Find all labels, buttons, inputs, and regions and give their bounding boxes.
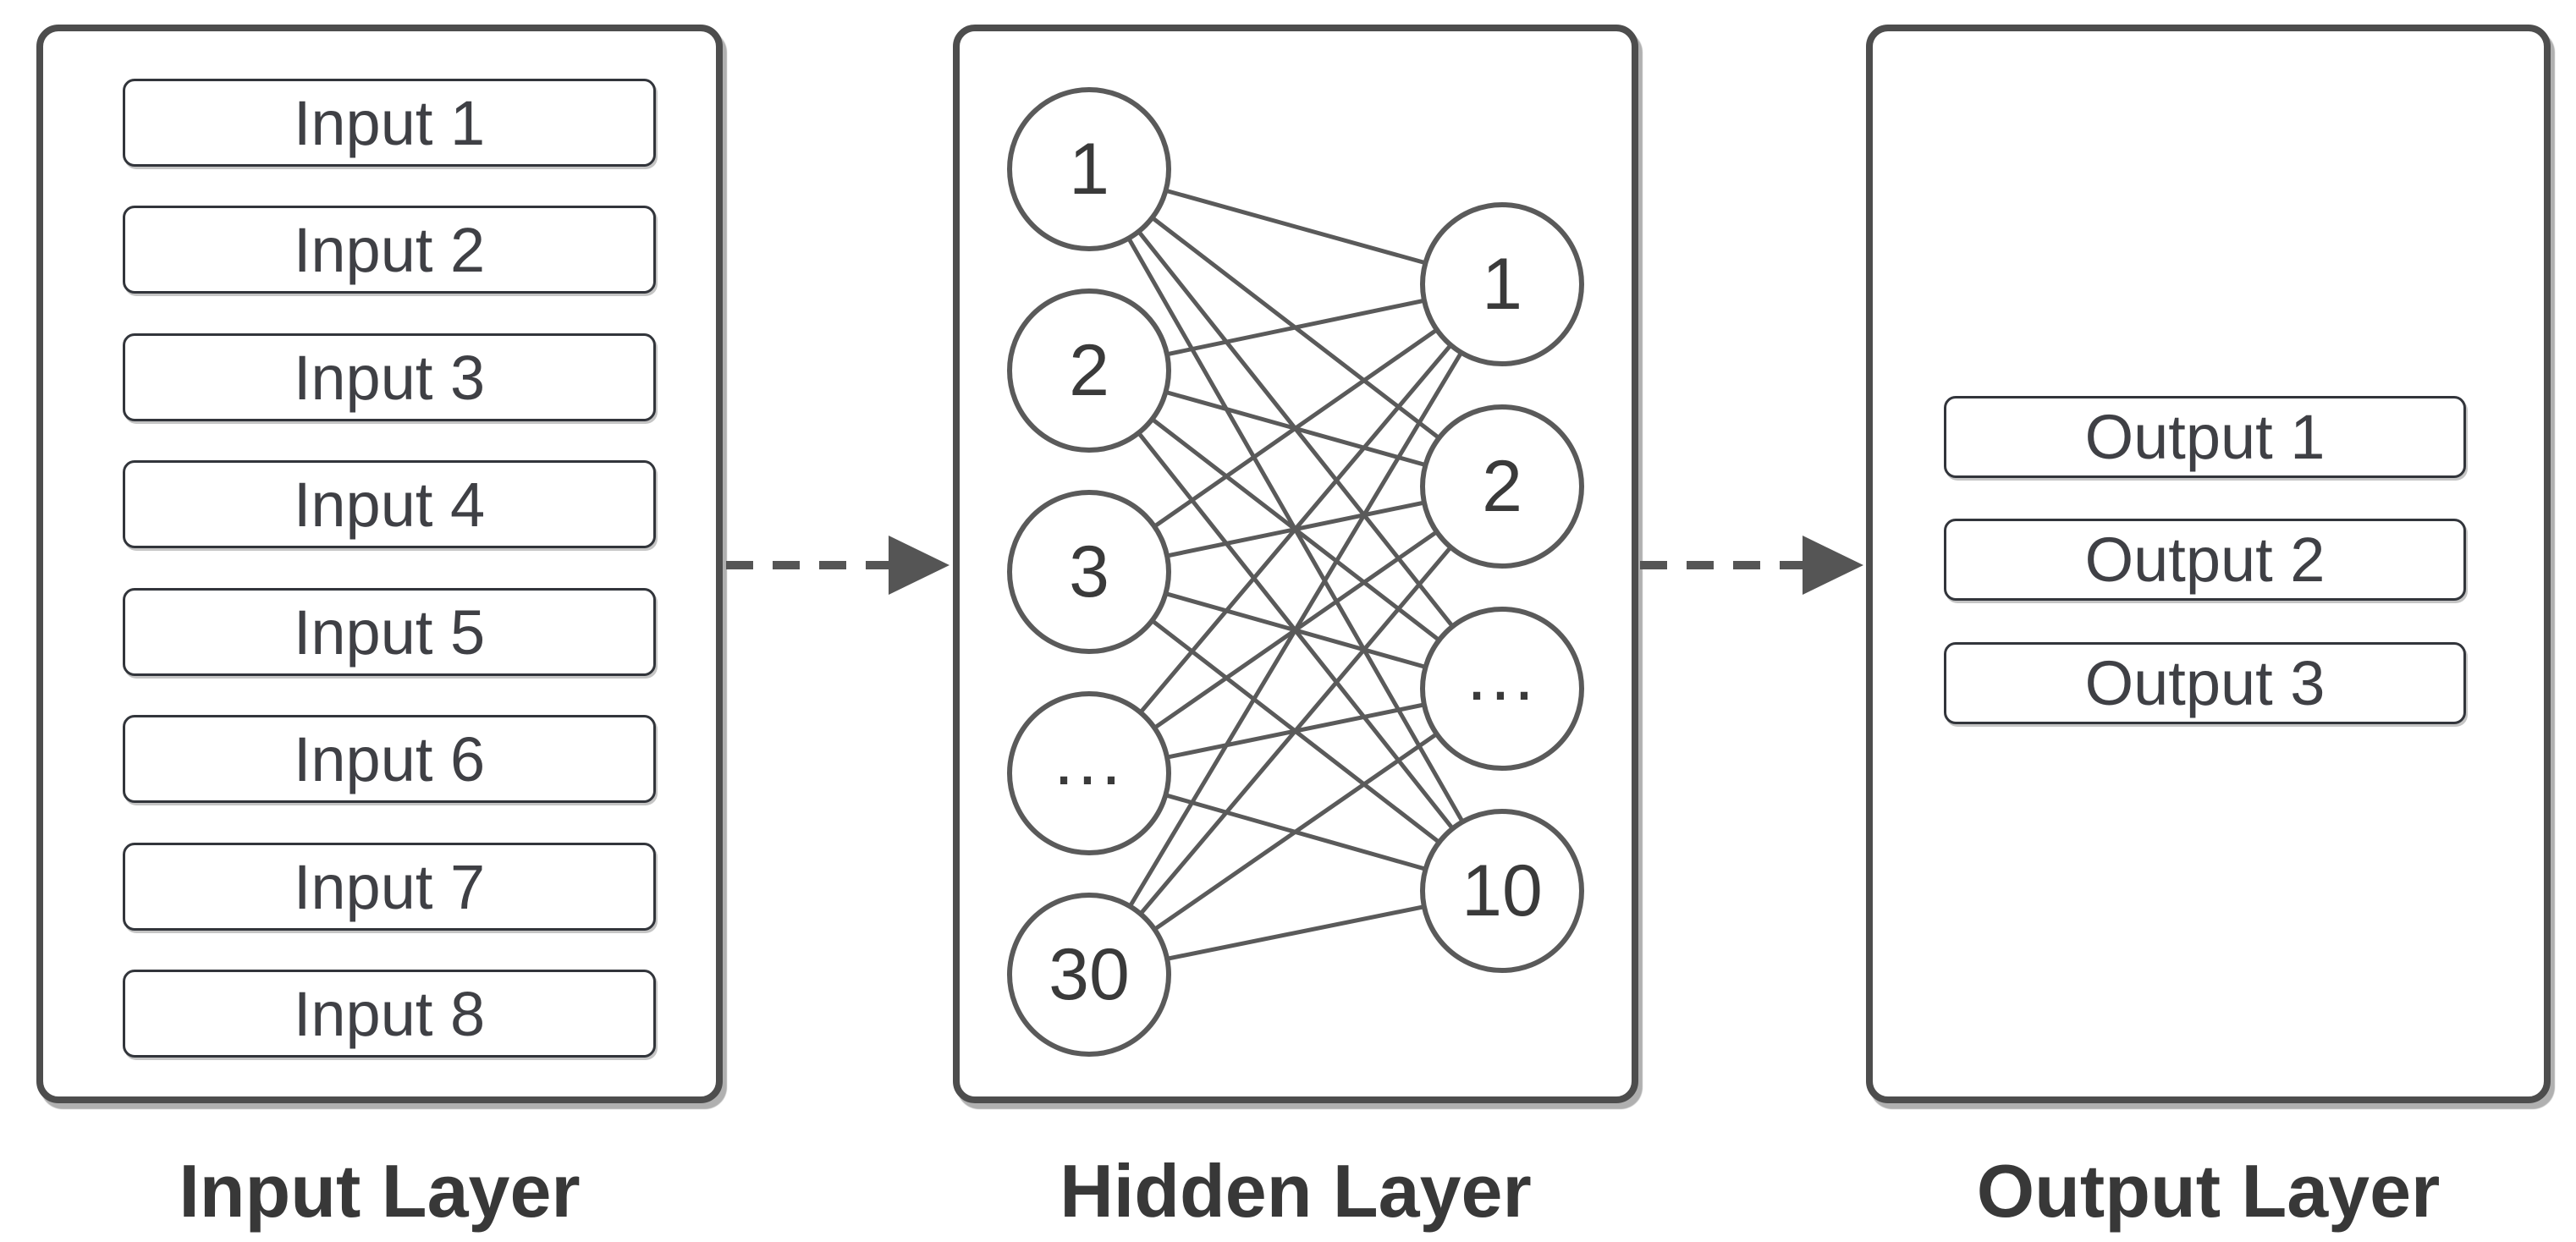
input-box-5: Input 5 xyxy=(123,588,656,676)
flow-arrow-hidden-to-output xyxy=(1640,536,1863,595)
hidden-node-label: 3 xyxy=(1069,530,1109,613)
input-layer-title: Input Layer xyxy=(179,1149,581,1233)
hidden-node-right-1: 1 xyxy=(1420,202,1584,366)
hidden-node-left-2: 2 xyxy=(1007,289,1171,453)
hidden-node-label: 1 xyxy=(1482,243,1522,325)
input-box-3: Input 3 xyxy=(123,333,656,421)
input-box-4: Input 4 xyxy=(123,460,656,548)
hidden-node-label: 2 xyxy=(1482,445,1522,527)
hidden-node-right-ellipsis: ... xyxy=(1420,607,1584,771)
hidden-node-label: 10 xyxy=(1461,849,1543,932)
flow-arrow-input-to-hidden xyxy=(726,536,949,595)
arrowhead-icon xyxy=(1803,536,1863,595)
input-box-1: Input 1 xyxy=(123,79,656,167)
hidden-node-left-ellipsis: ... xyxy=(1007,691,1171,855)
input-box-8: Input 8 xyxy=(123,970,656,1058)
hidden-node-left-3: 3 xyxy=(1007,490,1171,654)
input-layer-panel xyxy=(36,25,723,1103)
hidden-node-left-30: 30 xyxy=(1007,893,1171,1057)
hidden-node-label: ... xyxy=(1467,634,1538,716)
hidden-node-right-2: 2 xyxy=(1420,404,1584,569)
hidden-node-label: ... xyxy=(1054,718,1125,800)
output-box-1: Output 1 xyxy=(1944,396,2466,478)
hidden-layer-title: Hidden Layer xyxy=(1060,1149,1532,1233)
hidden-node-label: 30 xyxy=(1049,933,1130,1015)
output-box-2: Output 2 xyxy=(1944,519,2466,601)
input-box-7: Input 7 xyxy=(123,843,656,931)
hidden-node-left-1: 1 xyxy=(1007,87,1171,251)
output-box-3: Output 3 xyxy=(1944,642,2466,724)
output-layer-title: Output Layer xyxy=(1976,1149,2441,1233)
input-box-6: Input 6 xyxy=(123,715,656,803)
input-box-2: Input 2 xyxy=(123,206,656,294)
hidden-node-right-10: 10 xyxy=(1420,809,1584,973)
hidden-node-label: 1 xyxy=(1069,128,1109,210)
hidden-node-label: 2 xyxy=(1069,329,1109,411)
arrowhead-icon xyxy=(889,536,949,595)
